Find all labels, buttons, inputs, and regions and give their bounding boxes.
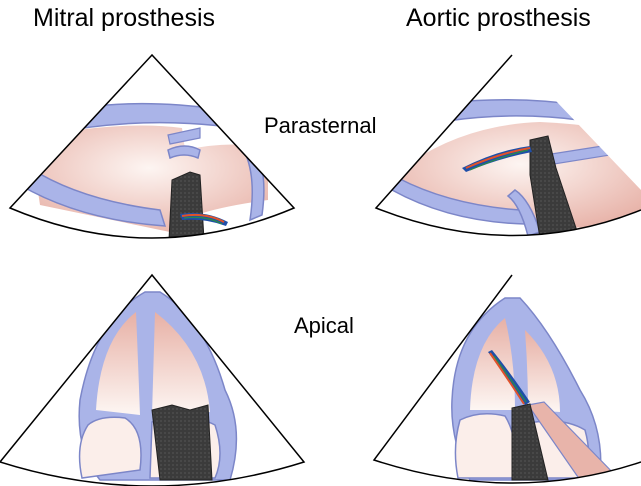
mitral-parasternal-view: [0, 50, 300, 270]
aortic-apical-view: [370, 270, 641, 486]
mitral-apical-view: [0, 270, 310, 486]
aortic-parasternal-view: [370, 50, 641, 270]
